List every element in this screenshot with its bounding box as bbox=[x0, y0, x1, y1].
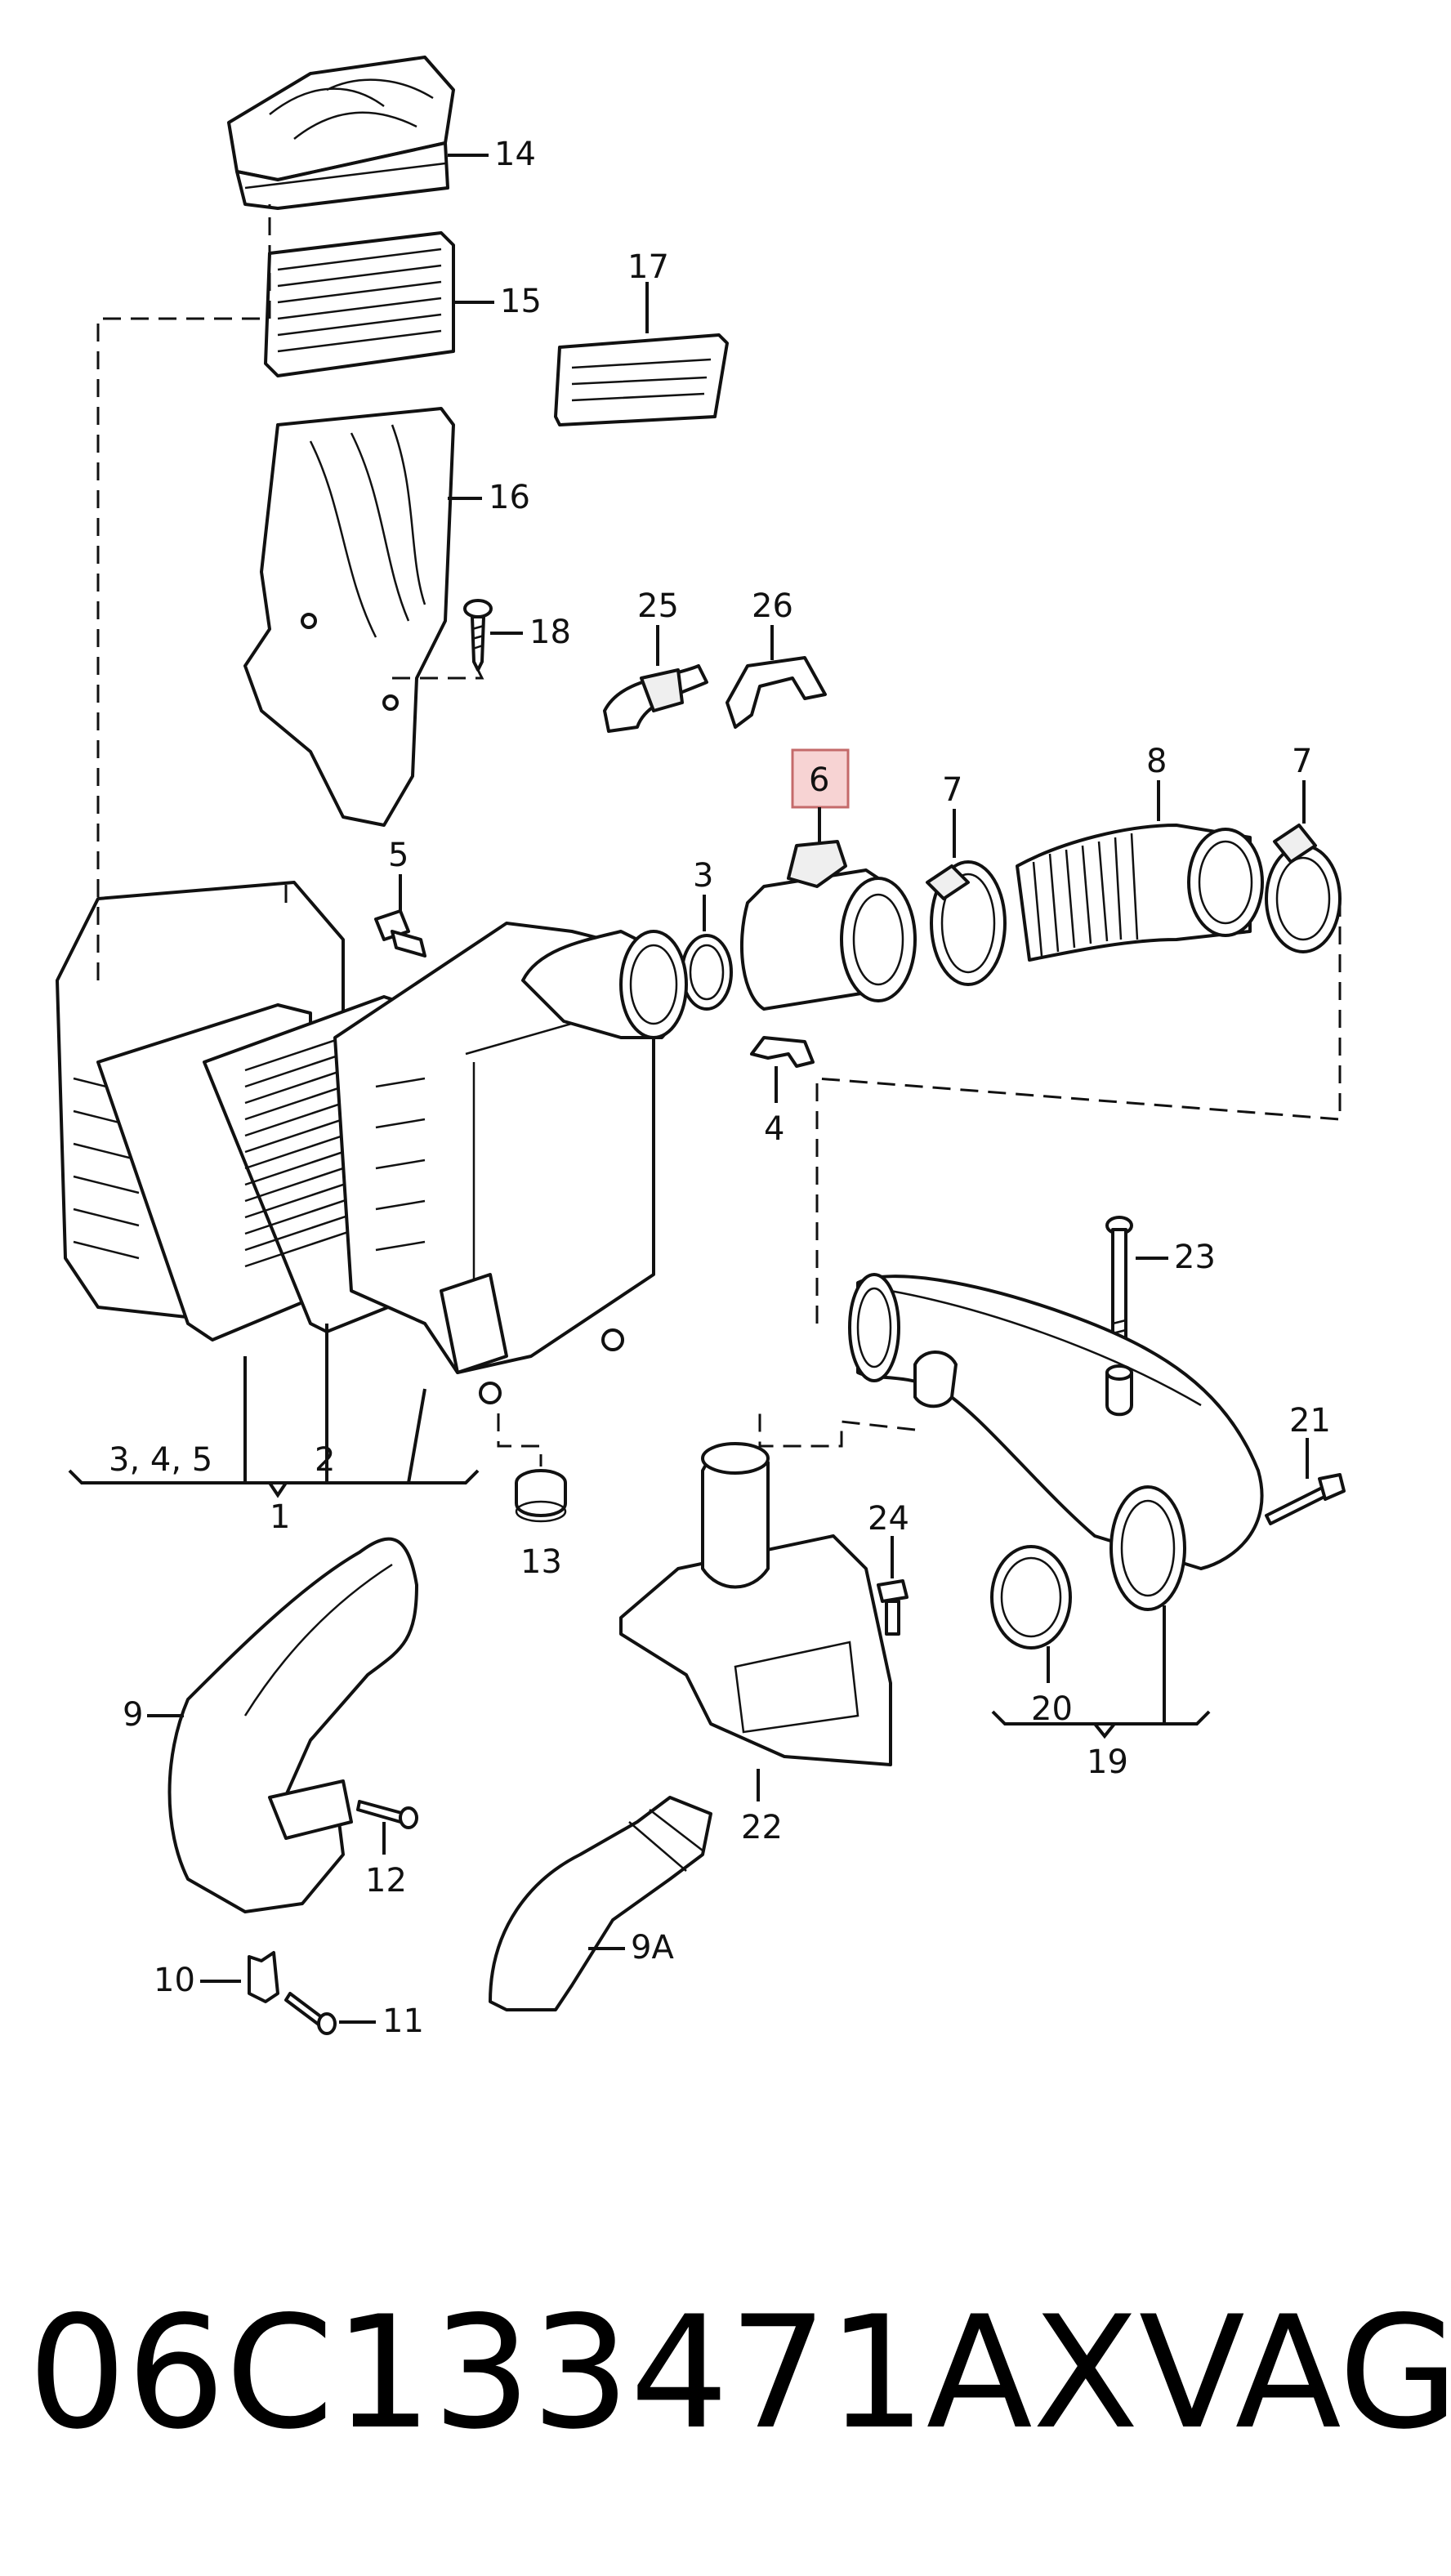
callout-8: 8 bbox=[1146, 743, 1167, 780]
part-1-air-filter-housing bbox=[56, 881, 688, 1404]
callout-3-4-5: 3, 4, 5 bbox=[109, 1441, 212, 1479]
part-9A-air-guide bbox=[489, 1796, 712, 2011]
part-15-intake-grille bbox=[264, 231, 455, 377]
callout-12: 12 bbox=[365, 1862, 407, 1900]
part-7-hose-clamp-left bbox=[926, 860, 1007, 986]
part-19-intake-duct bbox=[848, 1273, 1264, 1611]
callout-16: 16 bbox=[489, 479, 530, 516]
part-13-grommet bbox=[515, 1469, 567, 1523]
callout-9: 9 bbox=[123, 1696, 143, 1734]
part-26-clip bbox=[726, 656, 827, 729]
brand-name: VAG bbox=[1138, 2283, 1451, 2463]
callout-7-left: 7 bbox=[942, 771, 962, 809]
callout-10: 10 bbox=[154, 1962, 195, 1999]
callout-26: 26 bbox=[752, 587, 793, 625]
part-18-screw bbox=[463, 599, 493, 672]
part-23-bolt bbox=[1105, 1216, 1133, 1358]
callout-23: 23 bbox=[1174, 1239, 1216, 1276]
callout-5: 5 bbox=[388, 837, 409, 874]
part-17-filter-pad bbox=[554, 333, 729, 426]
callout-17: 17 bbox=[627, 248, 669, 286]
callout-1: 1 bbox=[270, 1498, 290, 1536]
callout-4: 4 bbox=[764, 1110, 784, 1148]
callout-2: 2 bbox=[315, 1441, 335, 1479]
part-4-clip bbox=[750, 1036, 815, 1068]
part-number-caption: 06C133471AX VAG bbox=[28, 2283, 1451, 2463]
part-7-hose-clamp-right bbox=[1265, 824, 1342, 953]
part-20-seal-ring bbox=[990, 1545, 1072, 1650]
callout-3: 3 bbox=[693, 857, 713, 895]
part-9-air-guide bbox=[167, 1537, 418, 1913]
callout-21: 21 bbox=[1289, 1402, 1331, 1440]
part-25-clip bbox=[603, 664, 708, 733]
callout-24: 24 bbox=[868, 1500, 909, 1538]
part-14-intake-cover bbox=[227, 56, 455, 210]
part-21-bolt bbox=[1265, 1473, 1346, 1525]
part-12-screw bbox=[356, 1800, 418, 1829]
callout-6: 6 bbox=[809, 761, 829, 799]
callout-25: 25 bbox=[637, 587, 679, 625]
part-6-air-mass-meter bbox=[739, 840, 917, 1011]
part-11-screw bbox=[284, 1992, 337, 2035]
callout-18: 18 bbox=[529, 614, 571, 651]
part-24-bolt bbox=[877, 1579, 909, 1636]
part-10-clip bbox=[248, 1951, 279, 2003]
callout-15: 15 bbox=[500, 283, 542, 320]
part-number: 06C133471AX bbox=[28, 2283, 1139, 2463]
callout-13: 13 bbox=[520, 1543, 562, 1581]
callout-11: 11 bbox=[382, 2002, 424, 2040]
callout-14: 14 bbox=[494, 136, 536, 173]
callout-22: 22 bbox=[741, 1809, 783, 1846]
callout-20: 20 bbox=[1031, 1690, 1073, 1728]
part-5-bolt bbox=[374, 909, 426, 958]
callout-7-right: 7 bbox=[1292, 743, 1312, 780]
callout-9A: 9A bbox=[631, 1929, 674, 1967]
part-8-intake-hose bbox=[1016, 824, 1264, 962]
part-22-bracket bbox=[619, 1442, 892, 1766]
exploded-parts-diagram: 14 15 16 17 18 25 26 6 bbox=[56, 56, 1346, 2040]
part-16-intake-duct bbox=[243, 407, 455, 827]
callout-19: 19 bbox=[1087, 1743, 1128, 1781]
